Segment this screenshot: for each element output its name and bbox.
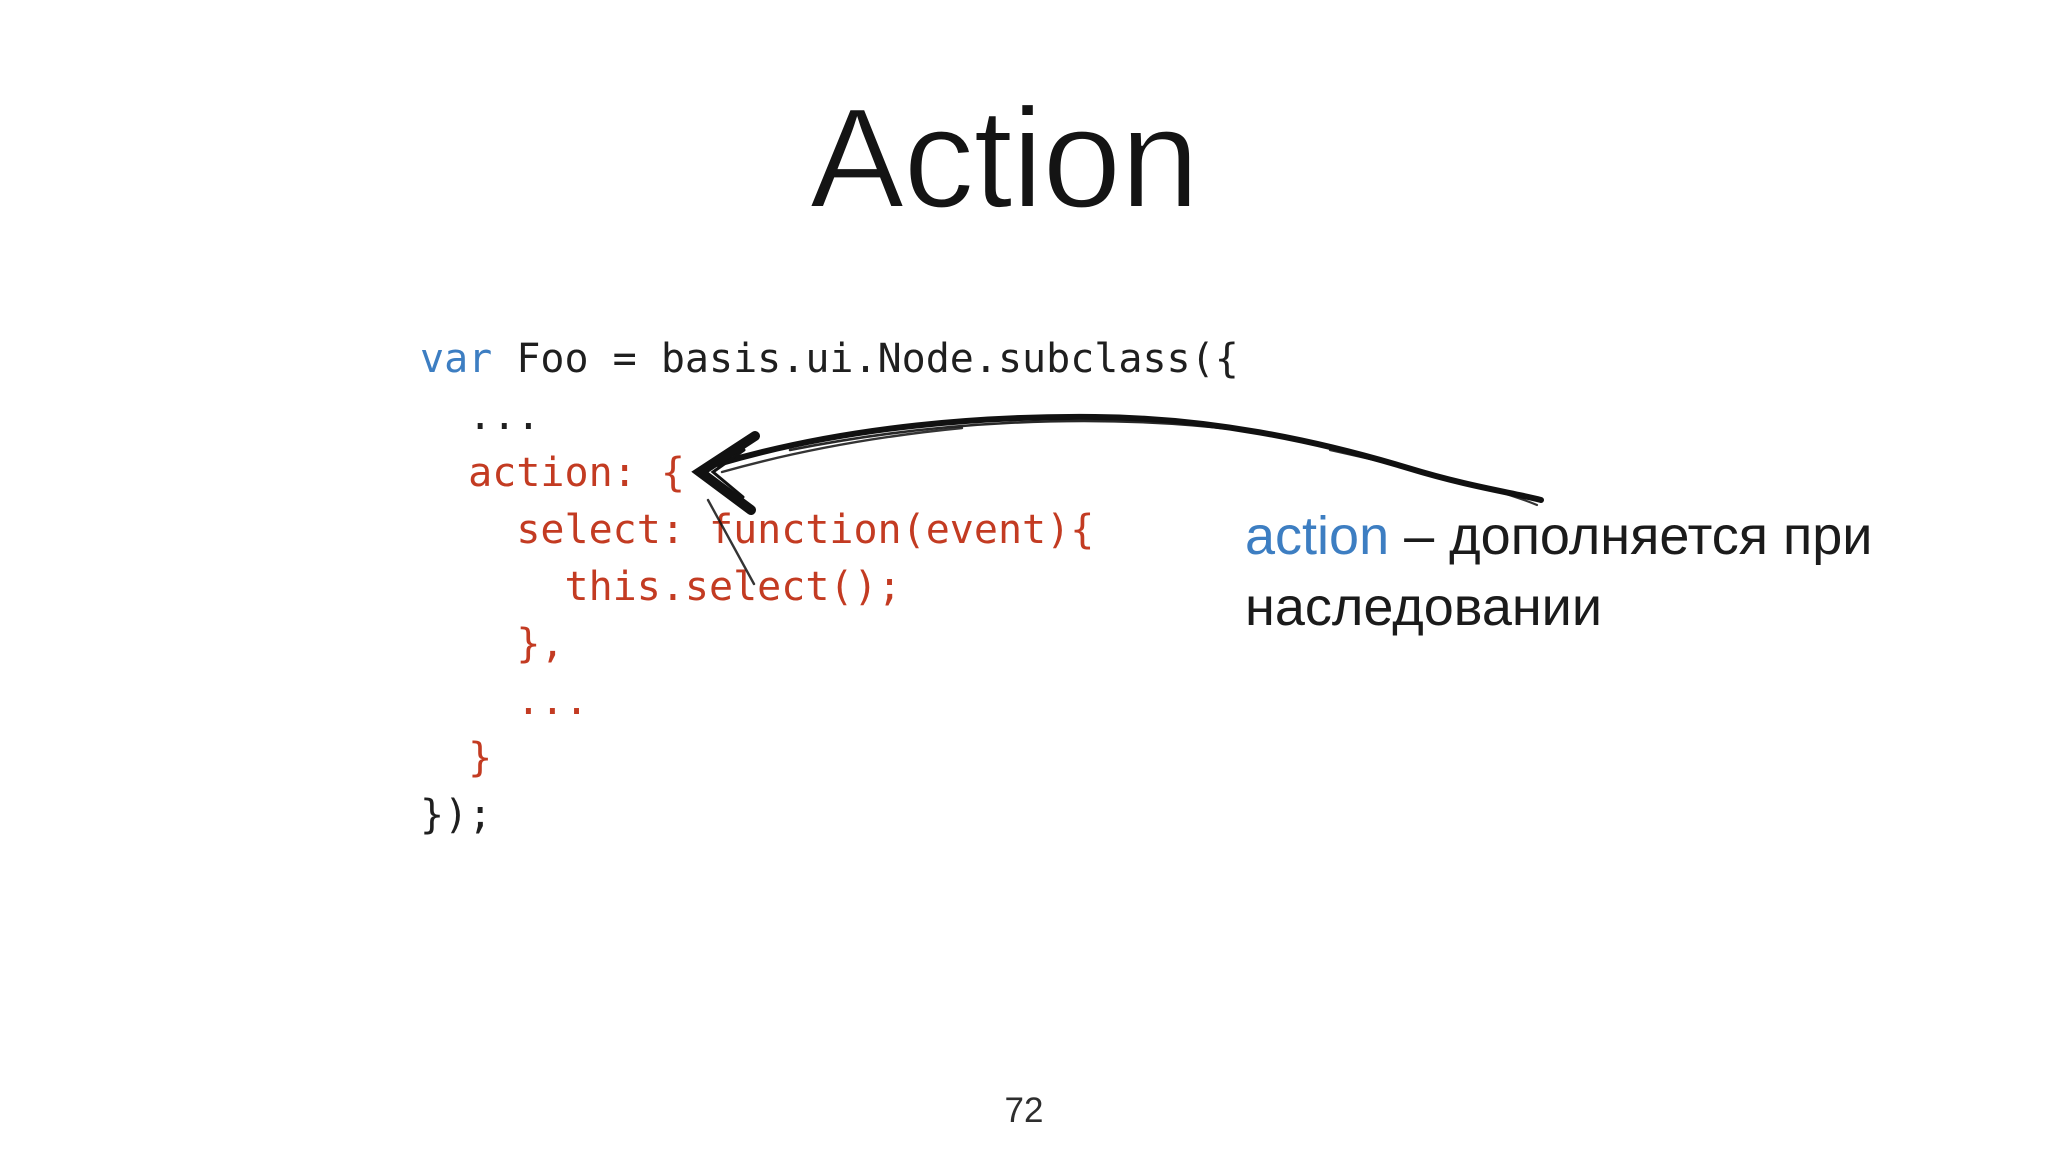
code-line-7: ... (420, 673, 1239, 730)
code-line-3: action: { (420, 445, 1239, 502)
code-token: select: function(event){ (420, 507, 1095, 553)
code-token: Foo = basis.ui.Node.subclass({ (492, 336, 1239, 382)
code-token: ... (420, 393, 541, 439)
code-line-8: } (420, 730, 1239, 787)
code-token-keyword: var (420, 336, 493, 382)
page-number: 72 (1004, 1091, 1044, 1130)
code-token: this.select(); (420, 564, 902, 610)
code-token: ... (420, 678, 589, 724)
annotation-text: – дополняется при наследовании (1245, 506, 1873, 637)
annotation-keyword: action (1245, 506, 1390, 566)
code-token: }); (420, 792, 493, 838)
code-token: action: { (420, 450, 685, 496)
slide-title: Action (809, 79, 1201, 238)
annotation: action – дополняется при наследовании (1245, 501, 2025, 643)
code-block: var Foo = basis.ui.Node.subclass({ ... a… (420, 331, 1239, 844)
code-token: } (420, 735, 493, 781)
code-token: }, (420, 621, 565, 667)
code-line-9: }); (420, 787, 1239, 844)
code-line-6: }, (420, 616, 1239, 673)
code-line-1: var Foo = basis.ui.Node.subclass({ (420, 331, 1239, 388)
code-line-4: select: function(event){ (420, 502, 1239, 559)
code-line-2: ... (420, 388, 1239, 445)
code-line-5: this.select(); (420, 559, 1239, 616)
